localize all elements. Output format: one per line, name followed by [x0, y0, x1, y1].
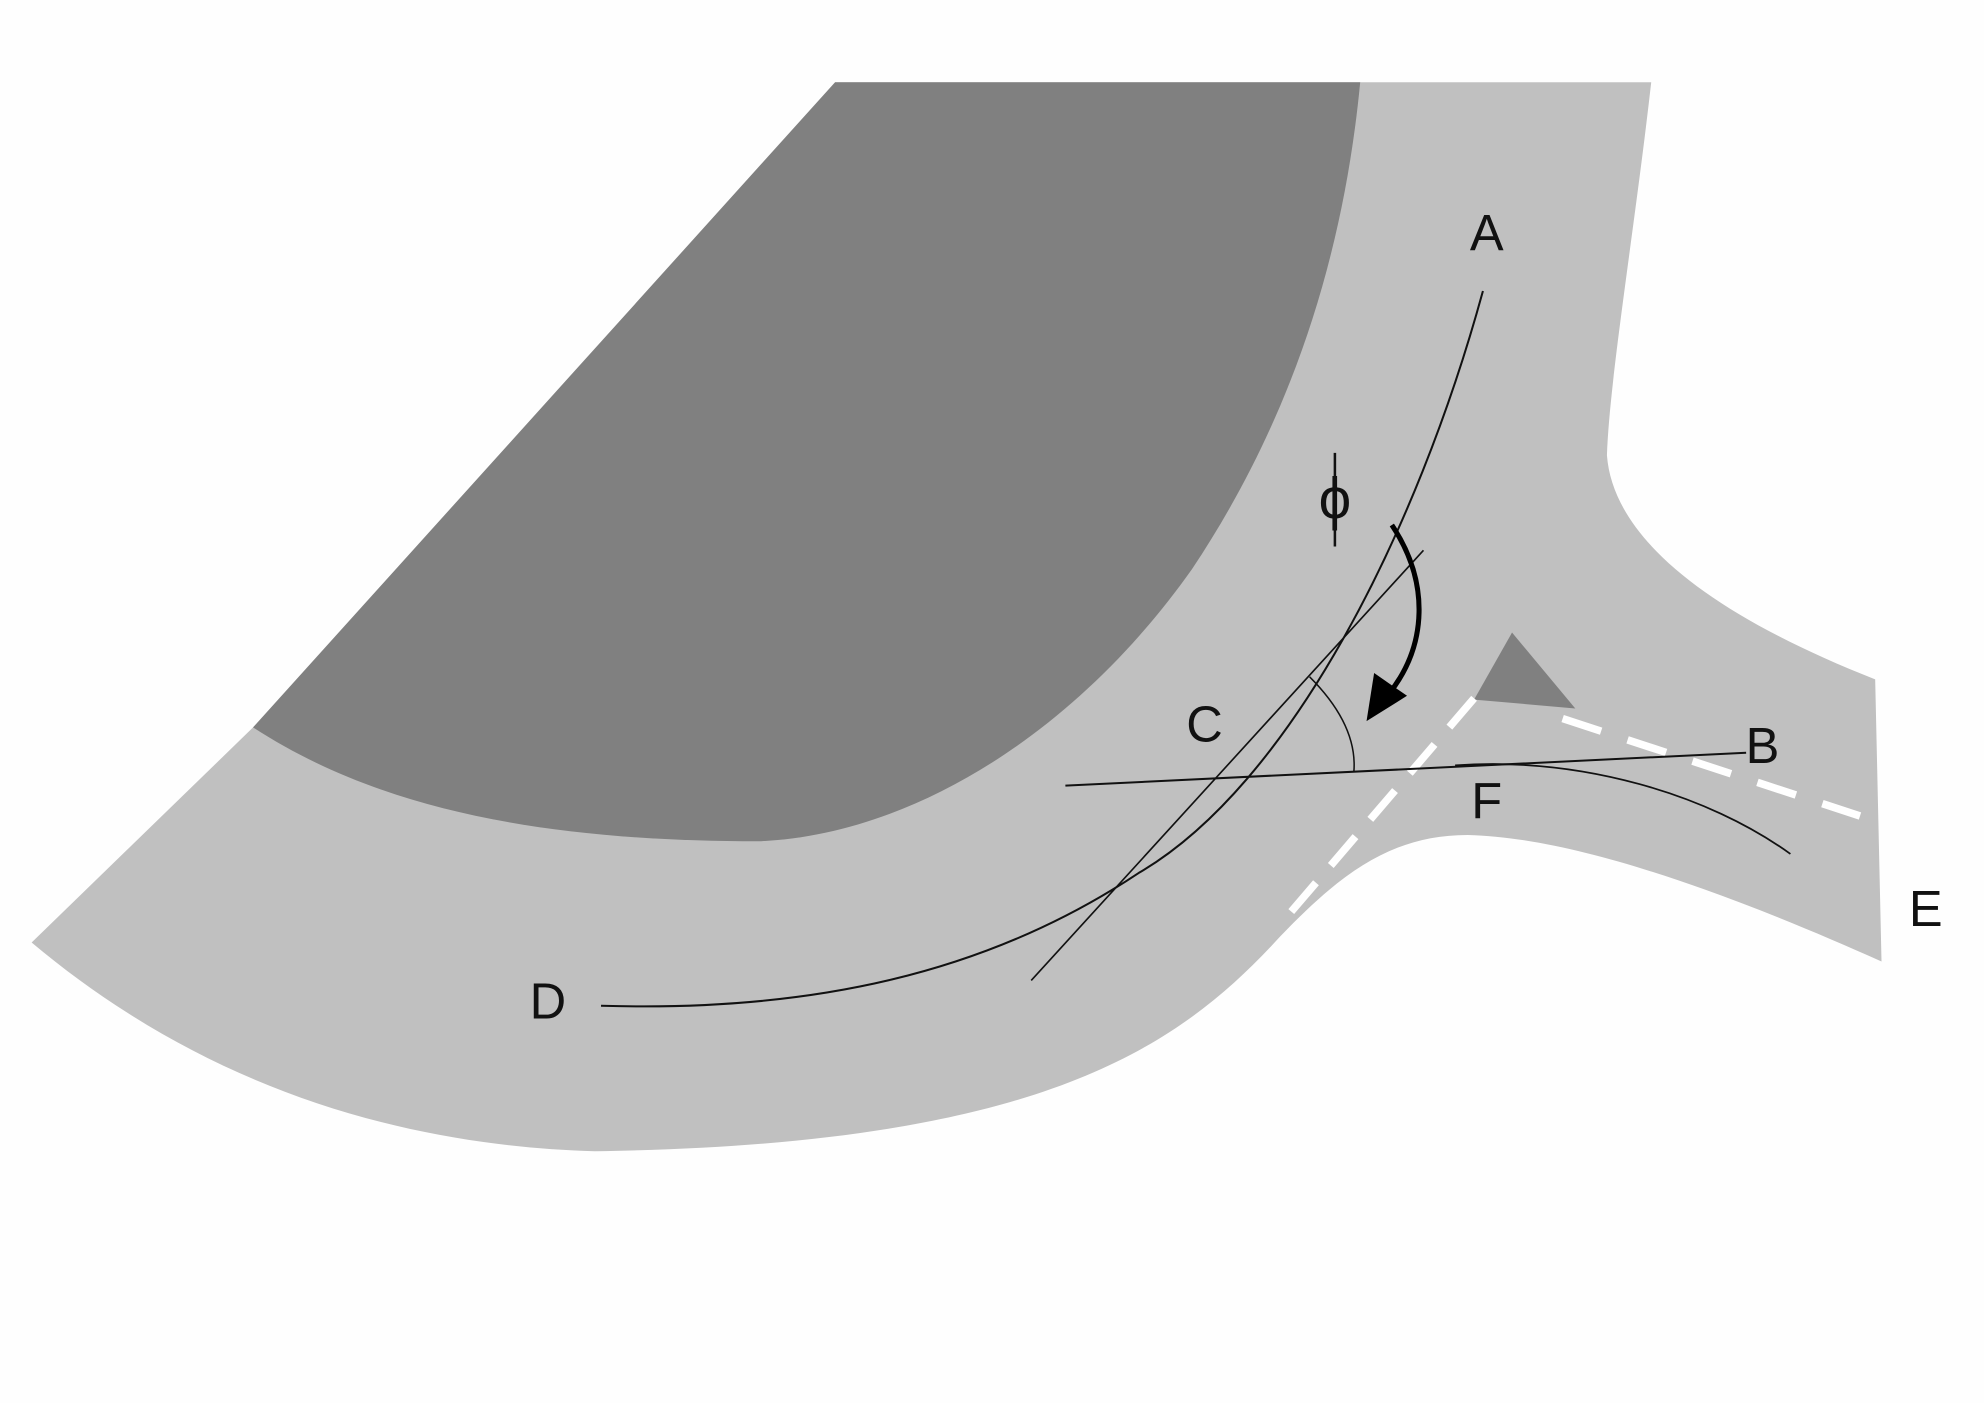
path-curve-a-to-d [600, 290, 1484, 1008]
label-f: F [1471, 773, 1502, 830]
label-d: D [530, 972, 567, 1029]
rotation-arrow-head [1366, 673, 1408, 722]
line-c-to-b [1065, 751, 1747, 787]
lane-marking-dashed-diagonal [1281, 695, 1477, 923]
label-c: C [1186, 695, 1223, 752]
inner-dark-area [253, 82, 1361, 842]
label-b: B [1746, 717, 1780, 774]
angle-arc [1309, 676, 1355, 772]
label-e: E [1909, 880, 1943, 937]
tangent-line-at-c [1030, 549, 1425, 982]
lane-marking-dashed-right [1561, 714, 1862, 820]
curve-f-to-e [1455, 763, 1791, 855]
rotation-arrow [1387, 523, 1422, 695]
traffic-island-triangle [1474, 632, 1576, 709]
label-phi: ϕ [1319, 467, 1352, 532]
label-a: A [1470, 204, 1504, 261]
